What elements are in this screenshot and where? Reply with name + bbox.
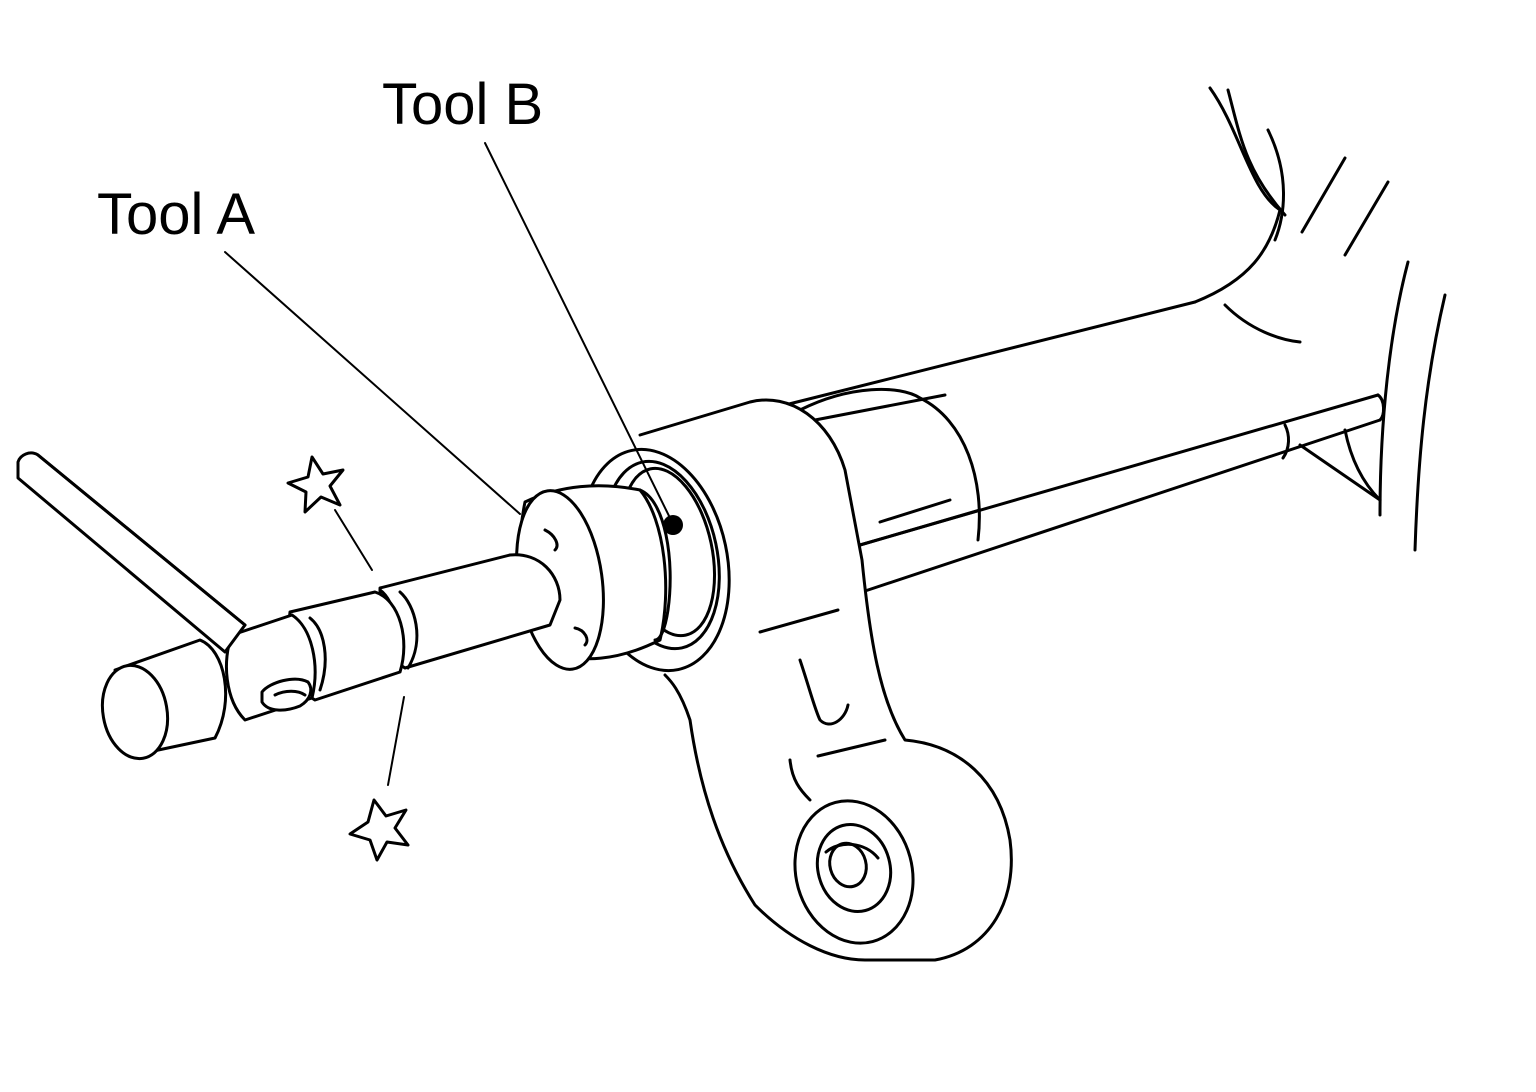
tool-b-leader-dot (663, 515, 683, 535)
main-shaft (783, 300, 1385, 594)
tool-b-leader-line (484, 142, 673, 523)
tool-a-label: Tool A (97, 182, 255, 247)
tool-a-shaft (378, 553, 562, 674)
socket-wrench (224, 590, 406, 722)
tool-a-leader-line (224, 251, 521, 515)
tool-b-label: Tool B (382, 72, 544, 137)
star-leader-top (334, 509, 373, 571)
suspension-arm (638, 398, 1013, 962)
handle-end-cap (100, 638, 228, 761)
star-icon (348, 798, 410, 862)
wrench-handle (16, 451, 247, 654)
star-icon (286, 455, 345, 514)
frame-structure (1193, 86, 1447, 552)
star-leader-bottom (387, 696, 405, 786)
